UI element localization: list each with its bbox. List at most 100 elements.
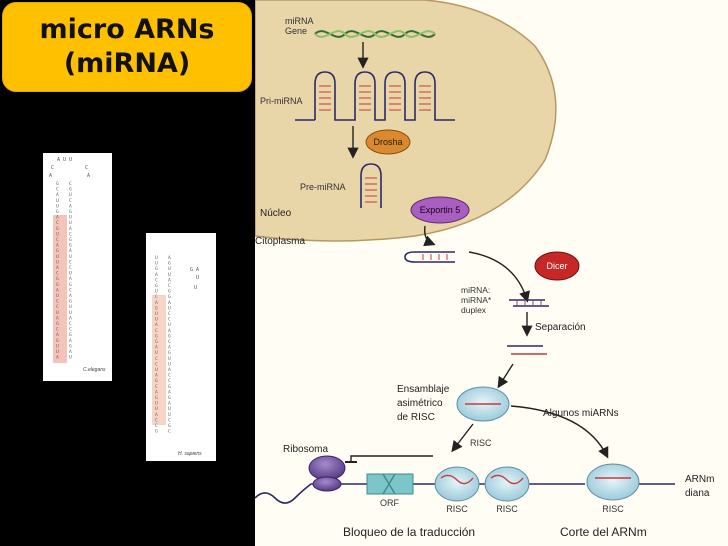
nucleotide-glyph: G xyxy=(56,282,59,288)
nucleotide-glyph: G xyxy=(155,305,158,311)
nucleotide-glyph: U xyxy=(69,220,72,226)
svg-text:A U U: A U U xyxy=(57,157,72,163)
nucleotide-glyph: C xyxy=(168,373,171,379)
nucleotide-glyph: C xyxy=(155,328,158,334)
nucleotide-glyph: C xyxy=(155,384,158,390)
nucleotide-glyph: C xyxy=(69,265,72,271)
drosha-enzyme xyxy=(365,129,411,155)
nucleotide-glyph: C xyxy=(168,311,171,317)
nucleotide-glyph: G xyxy=(56,321,59,327)
nucleotide-glyph: G xyxy=(69,209,72,215)
nucleotide-glyph: A xyxy=(56,332,59,338)
exported-pre-mirna xyxy=(404,251,455,263)
nucleotide-glyph: U xyxy=(168,272,171,278)
nucleotide-glyph: U xyxy=(155,311,158,317)
nucleotide-glyph: C xyxy=(69,287,72,293)
nucleotide-glyph: A xyxy=(69,315,72,321)
nucleotide-glyph: C xyxy=(155,294,158,300)
risc-complex-bound-b xyxy=(484,466,530,502)
pri-mirna-strand xyxy=(295,71,455,121)
svg-text:A: A xyxy=(87,173,90,179)
label-risc-c: RISC xyxy=(602,504,624,514)
nucleotide-glyph: G xyxy=(168,261,171,267)
nucleotide-glyph: A xyxy=(56,243,59,249)
label-mirna: miRNA xyxy=(285,16,314,26)
nucleotide-glyph: A xyxy=(69,338,72,344)
nucleotide-glyph: C xyxy=(155,361,158,367)
nucleotide-glyph: U xyxy=(69,355,72,361)
nucleotide-glyph: A xyxy=(56,265,59,271)
label-arnm-2: diana xyxy=(685,488,710,499)
nucleotide-glyph: G xyxy=(168,395,171,401)
inhibition-line xyxy=(350,455,433,462)
nucleotide-glyph: U xyxy=(155,401,158,407)
nucleotide-glyph: C xyxy=(56,220,59,226)
nucleotide-glyph: U xyxy=(155,406,158,412)
label-risc-a: RISC xyxy=(446,504,468,514)
nucleotide-glyph: A xyxy=(155,345,158,351)
svg-text:U: U xyxy=(194,285,197,291)
nucleotide-glyph: U xyxy=(155,261,158,267)
nucleotide-glyph: U xyxy=(56,203,59,209)
title-line-2: (miRNA) xyxy=(63,48,191,79)
nucleotide-glyph: A xyxy=(168,255,171,261)
label-gene: Gene xyxy=(285,26,307,36)
nucleotide-glyph: A xyxy=(56,215,59,221)
svg-text:C: C xyxy=(51,165,54,171)
nucleotide-glyph: C xyxy=(56,327,59,333)
label-drosha: Drosha xyxy=(373,137,402,147)
label-duplex-2: miRNA* xyxy=(461,295,492,305)
label-exportin: Exportin 5 xyxy=(420,205,461,215)
nucleotide-glyph: A xyxy=(56,315,59,321)
nucleotide-glyph: C xyxy=(56,304,59,310)
label-ribosoma: Ribosoma xyxy=(283,444,328,455)
risc-complex-cleavage xyxy=(586,463,640,501)
nucleotide-glyph: U xyxy=(155,350,158,356)
nucleotide-glyph: G xyxy=(168,289,171,295)
nucleotide-glyph: A xyxy=(155,272,158,278)
nucleotide-glyph: U xyxy=(69,215,72,221)
nucleotide-glyph: U xyxy=(56,259,59,265)
nucleotide-glyph: A xyxy=(69,226,72,232)
nucleotide-glyph: U xyxy=(168,322,171,328)
nucleotide-glyph: A xyxy=(155,373,158,379)
nucleotide-glyph: G xyxy=(56,226,59,232)
nucleotide-glyph: A xyxy=(155,322,158,328)
nucleotide-glyph: G xyxy=(69,343,72,349)
nucleotide-glyph: G xyxy=(69,332,72,338)
nucleotide-glyph: G xyxy=(69,282,72,288)
svg-text:C: C xyxy=(85,165,88,171)
nucleotide-glyph: C xyxy=(56,187,59,193)
risc-complex-bound-a xyxy=(434,466,480,502)
ribosome-small-subunit xyxy=(312,476,342,492)
label-risc-branch: RISC xyxy=(470,438,492,448)
nucleotide-glyph: A xyxy=(56,355,59,361)
label-duplex-3: duplex xyxy=(461,305,487,315)
nucleotide-glyph: C xyxy=(168,283,171,289)
nucleotide-glyph: A xyxy=(155,389,158,395)
nucleotide-glyph: C xyxy=(155,356,158,362)
nucleotide-glyph: G xyxy=(155,339,158,345)
label-bloqueo: Bloqueo de la traducción xyxy=(343,525,475,539)
nucleotide-glyph: C xyxy=(168,429,171,435)
nucleotide-glyph: U xyxy=(168,356,171,362)
ribosome-large-subunit xyxy=(308,455,346,481)
nucleotide-glyph: G xyxy=(168,423,171,429)
nucleotide-glyph: A xyxy=(69,248,72,254)
label-algunos: Algunos miARNs xyxy=(543,408,619,419)
nucleotide-glyph: A xyxy=(168,367,171,373)
nucleotide-glyph: G xyxy=(155,429,158,435)
label-ensamblaje-2: asimétrico xyxy=(397,398,443,409)
nucleotide-glyph: U xyxy=(69,254,72,260)
nucleotide-glyph: A xyxy=(168,345,171,351)
nucleotide-glyph: A xyxy=(155,412,158,418)
nucleotide-glyph: U xyxy=(155,255,158,261)
nucleotide-glyph: G xyxy=(69,299,72,305)
nucleotide-glyph: G xyxy=(168,384,171,390)
separated-strands xyxy=(507,345,547,355)
label-citoplasma: Citoplasma xyxy=(255,236,305,247)
nucleotide-glyph: G xyxy=(56,276,59,282)
nucleotide-glyph: U xyxy=(168,266,171,272)
nucleotide-glyph: U xyxy=(56,293,59,299)
exportin-5 xyxy=(410,196,470,224)
